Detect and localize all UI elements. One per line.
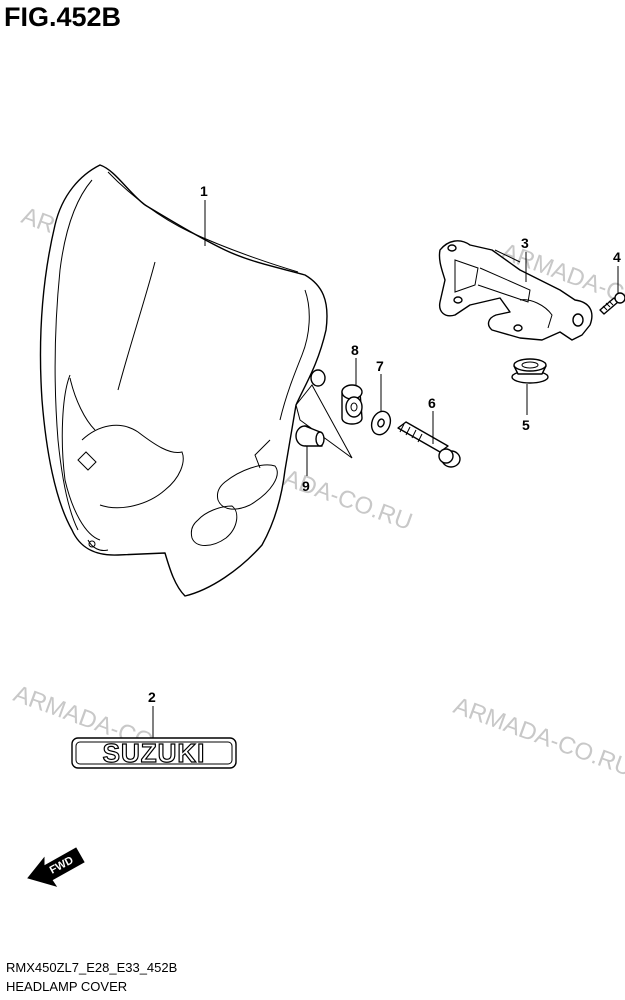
- emblem-text: SUZUKI: [103, 738, 206, 768]
- callout-8: 8: [351, 342, 359, 358]
- cushion: [341, 384, 363, 425]
- headlamp-cover: [39, 164, 353, 597]
- callout-3: 3: [521, 235, 529, 251]
- callout-7: 7: [376, 358, 384, 374]
- screw: [599, 292, 625, 315]
- figure-name: HEADLAMP COVER: [6, 979, 128, 994]
- callout-1: 1: [200, 183, 208, 199]
- grommet: [511, 358, 549, 384]
- collar: [295, 425, 325, 447]
- suzuki-emblem: SUZUKI: [71, 737, 237, 769]
- callout-6: 6: [428, 395, 436, 411]
- callout-9: 9: [302, 478, 310, 494]
- callout-labels: 1 2 3 4 5 6 7 8 9: [148, 183, 621, 705]
- figure-title: FIG.452B: [4, 2, 122, 32]
- figure-code: RMX450ZL7_E28_E33_452B: [6, 960, 178, 975]
- watermark-5: ARMADA-CO.RU: [450, 692, 625, 782]
- bolt: [397, 421, 461, 468]
- leader-lines: [152, 200, 619, 738]
- callout-4: 4: [613, 249, 621, 265]
- callout-5: 5: [522, 417, 530, 433]
- bracket: [438, 240, 593, 341]
- washer: [370, 410, 392, 436]
- callout-2: 2: [148, 689, 156, 705]
- fwd-arrow: FWD: [27, 847, 85, 887]
